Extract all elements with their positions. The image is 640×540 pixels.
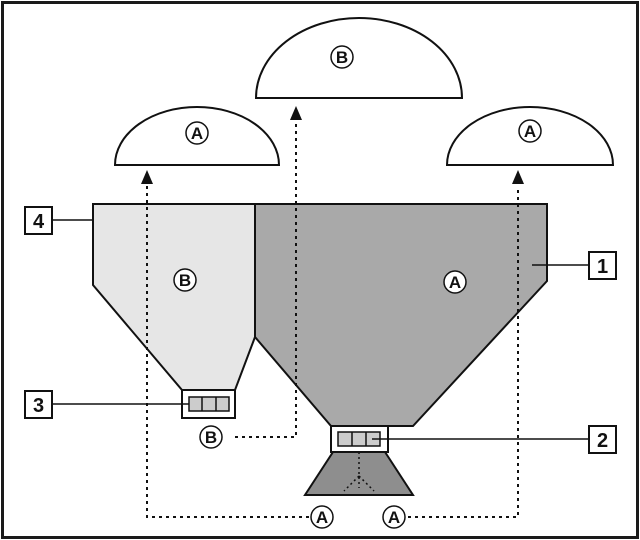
metering-unit-small — [181, 389, 236, 419]
flow-arrow-left — [141, 170, 153, 184]
callout-1: 1 — [532, 251, 617, 280]
callout-3-number: 3 — [33, 395, 44, 417]
callout-2-number: 2 — [597, 430, 608, 452]
flow-line-right — [408, 186, 519, 518]
callout-4: 4 — [24, 206, 93, 235]
label-circle-small-hopper — [173, 268, 197, 292]
label-small-outlet: B — [205, 428, 217, 447]
callout-4-box — [24, 206, 53, 235]
callout-2: 2 — [372, 425, 617, 454]
label-circle-left-dome — [185, 121, 209, 145]
flow-label-small-outlet: B — [199, 425, 223, 449]
label-bottom-right: A — [388, 508, 400, 527]
label-circle-bottom-right — [382, 505, 406, 529]
label-circle-right-dome — [518, 119, 542, 143]
metering-small-cells — [188, 396, 230, 412]
callout-4-number: 4 — [33, 211, 45, 233]
flow-arrow-right — [512, 170, 524, 184]
flow-path-right — [408, 170, 524, 518]
spread-pattern-center: B — [254, 17, 464, 99]
flow-line-left — [146, 186, 310, 518]
spreader-unit — [303, 451, 415, 496]
flow-arrow-center — [290, 106, 302, 120]
hopper-large: A — [254, 203, 548, 427]
callout-3-box — [24, 390, 53, 419]
label-circle-small-outlet — [199, 425, 223, 449]
flow-path-center — [235, 106, 302, 438]
flow-path-left — [141, 170, 310, 518]
label-bottom-left: A — [316, 508, 328, 527]
hopper-small: B — [92, 203, 256, 391]
spreader-fan-right — [358, 475, 375, 492]
hopper-small-body — [92, 203, 256, 391]
label-left-dome: A — [191, 124, 203, 143]
spread-pattern-left: A — [113, 106, 281, 166]
callout-1-number: 1 — [597, 256, 608, 278]
label-center-dome: B — [336, 48, 348, 67]
label-small-hopper: B — [179, 271, 191, 290]
spread-dome-center — [254, 17, 464, 99]
flow-label-bottom-left: A — [310, 505, 334, 529]
callout-3: 3 — [24, 390, 189, 419]
flow-label-bottom-right: A — [382, 505, 406, 529]
label-large-hopper: A — [449, 273, 461, 292]
hopper-large-body — [254, 203, 548, 427]
spreader-fan-left — [343, 475, 360, 492]
label-circle-large-hopper — [443, 270, 467, 294]
label-circle-bottom-left — [310, 505, 334, 529]
label-right-dome: A — [524, 122, 536, 141]
spread-pattern-right: A — [445, 106, 615, 166]
callout-2-box — [588, 425, 617, 454]
callout-1-box — [588, 251, 617, 280]
label-circle-center-dome — [330, 45, 354, 69]
